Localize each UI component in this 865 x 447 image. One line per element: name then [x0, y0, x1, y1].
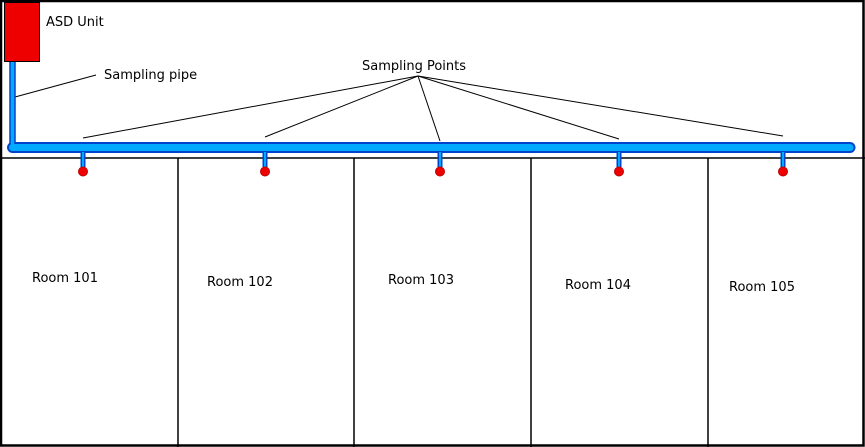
sampling-point-leader-line: [264, 75, 419, 138]
room-label: Room 105: [729, 280, 795, 295]
room-label: Room 102: [207, 275, 273, 290]
sampling-points-label: Sampling Points: [362, 59, 467, 74]
sampling-pipe-label: Sampling pipe: [104, 68, 198, 83]
asd-unit-label: ASD Unit: [46, 15, 104, 30]
sampling-point-leader-line: [417, 75, 620, 140]
sampling-point: [260, 166, 270, 177]
sampling-point: [614, 166, 624, 177]
sampling-pipe-leader-line: [14, 74, 97, 98]
sampling-point-leader-line: [417, 75, 784, 137]
sampling-point: [435, 166, 445, 177]
room-label: Room 103: [388, 273, 454, 288]
sampling-point: [78, 166, 88, 177]
sampling-point-leader-line: [82, 75, 419, 139]
sampling-point-leader-line: [417, 75, 441, 142]
sampling-point: [778, 166, 788, 177]
asd-unit-box: [4, 2, 40, 62]
room-label: Room 104: [565, 278, 631, 293]
room-label: Room 101: [32, 271, 98, 286]
